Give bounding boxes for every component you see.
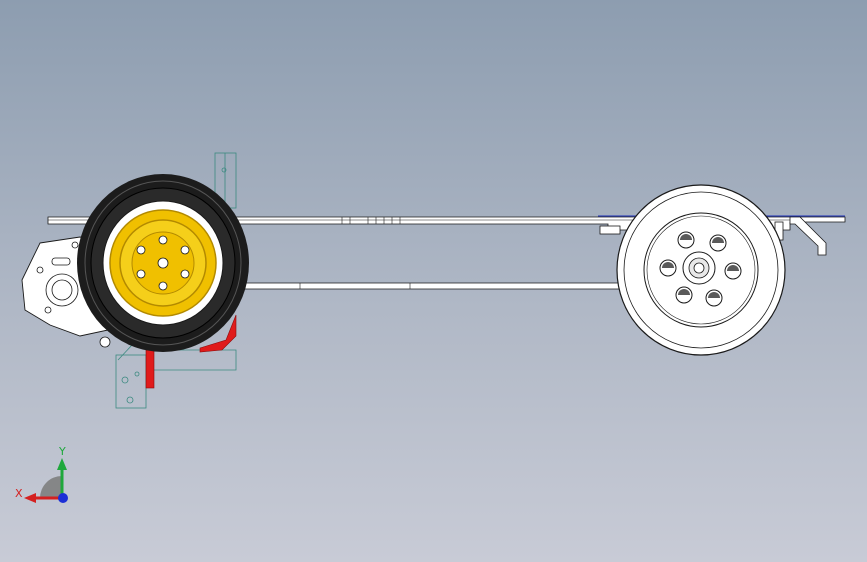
front-bracket-arm — [789, 216, 827, 256]
front-wheel — [616, 184, 786, 356]
lower-rail — [239, 282, 621, 290]
triad-x-label: X — [15, 487, 23, 500]
triad-xy-plane-icon — [40, 476, 62, 498]
reference-triad: X Y — [15, 445, 68, 503]
front-bracket-tab — [599, 225, 621, 235]
triad-y-label: Y — [58, 445, 66, 458]
triad-z-axis-icon — [58, 493, 68, 503]
rear-wheel — [77, 174, 249, 352]
